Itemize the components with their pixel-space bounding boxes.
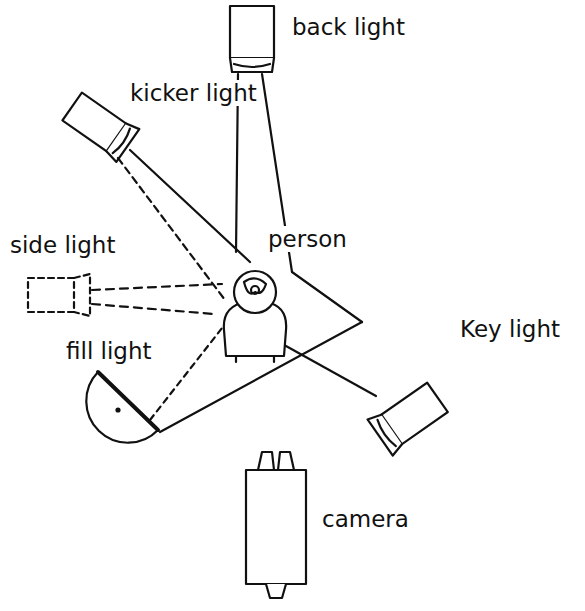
beam-line	[118, 158, 225, 300]
beam-line	[292, 272, 362, 322]
side-light-lamp	[28, 274, 90, 316]
light-label: fill light	[64, 338, 154, 364]
light-label: side light	[8, 232, 117, 258]
subject-label: person	[266, 226, 349, 252]
light-label: back light	[290, 14, 407, 40]
fill-light-lamp	[86, 372, 158, 443]
camera-label: camera	[320, 506, 411, 532]
light-label: kicker light	[128, 80, 259, 106]
key-light-lamp	[368, 379, 451, 455]
person-figure	[224, 271, 286, 362]
back-light-lamp	[230, 6, 274, 72]
light-label: Key light	[458, 316, 562, 342]
beam-line	[130, 150, 250, 262]
beam-line	[92, 304, 214, 314]
camera-symbol	[246, 452, 306, 598]
beam-line	[92, 284, 222, 290]
